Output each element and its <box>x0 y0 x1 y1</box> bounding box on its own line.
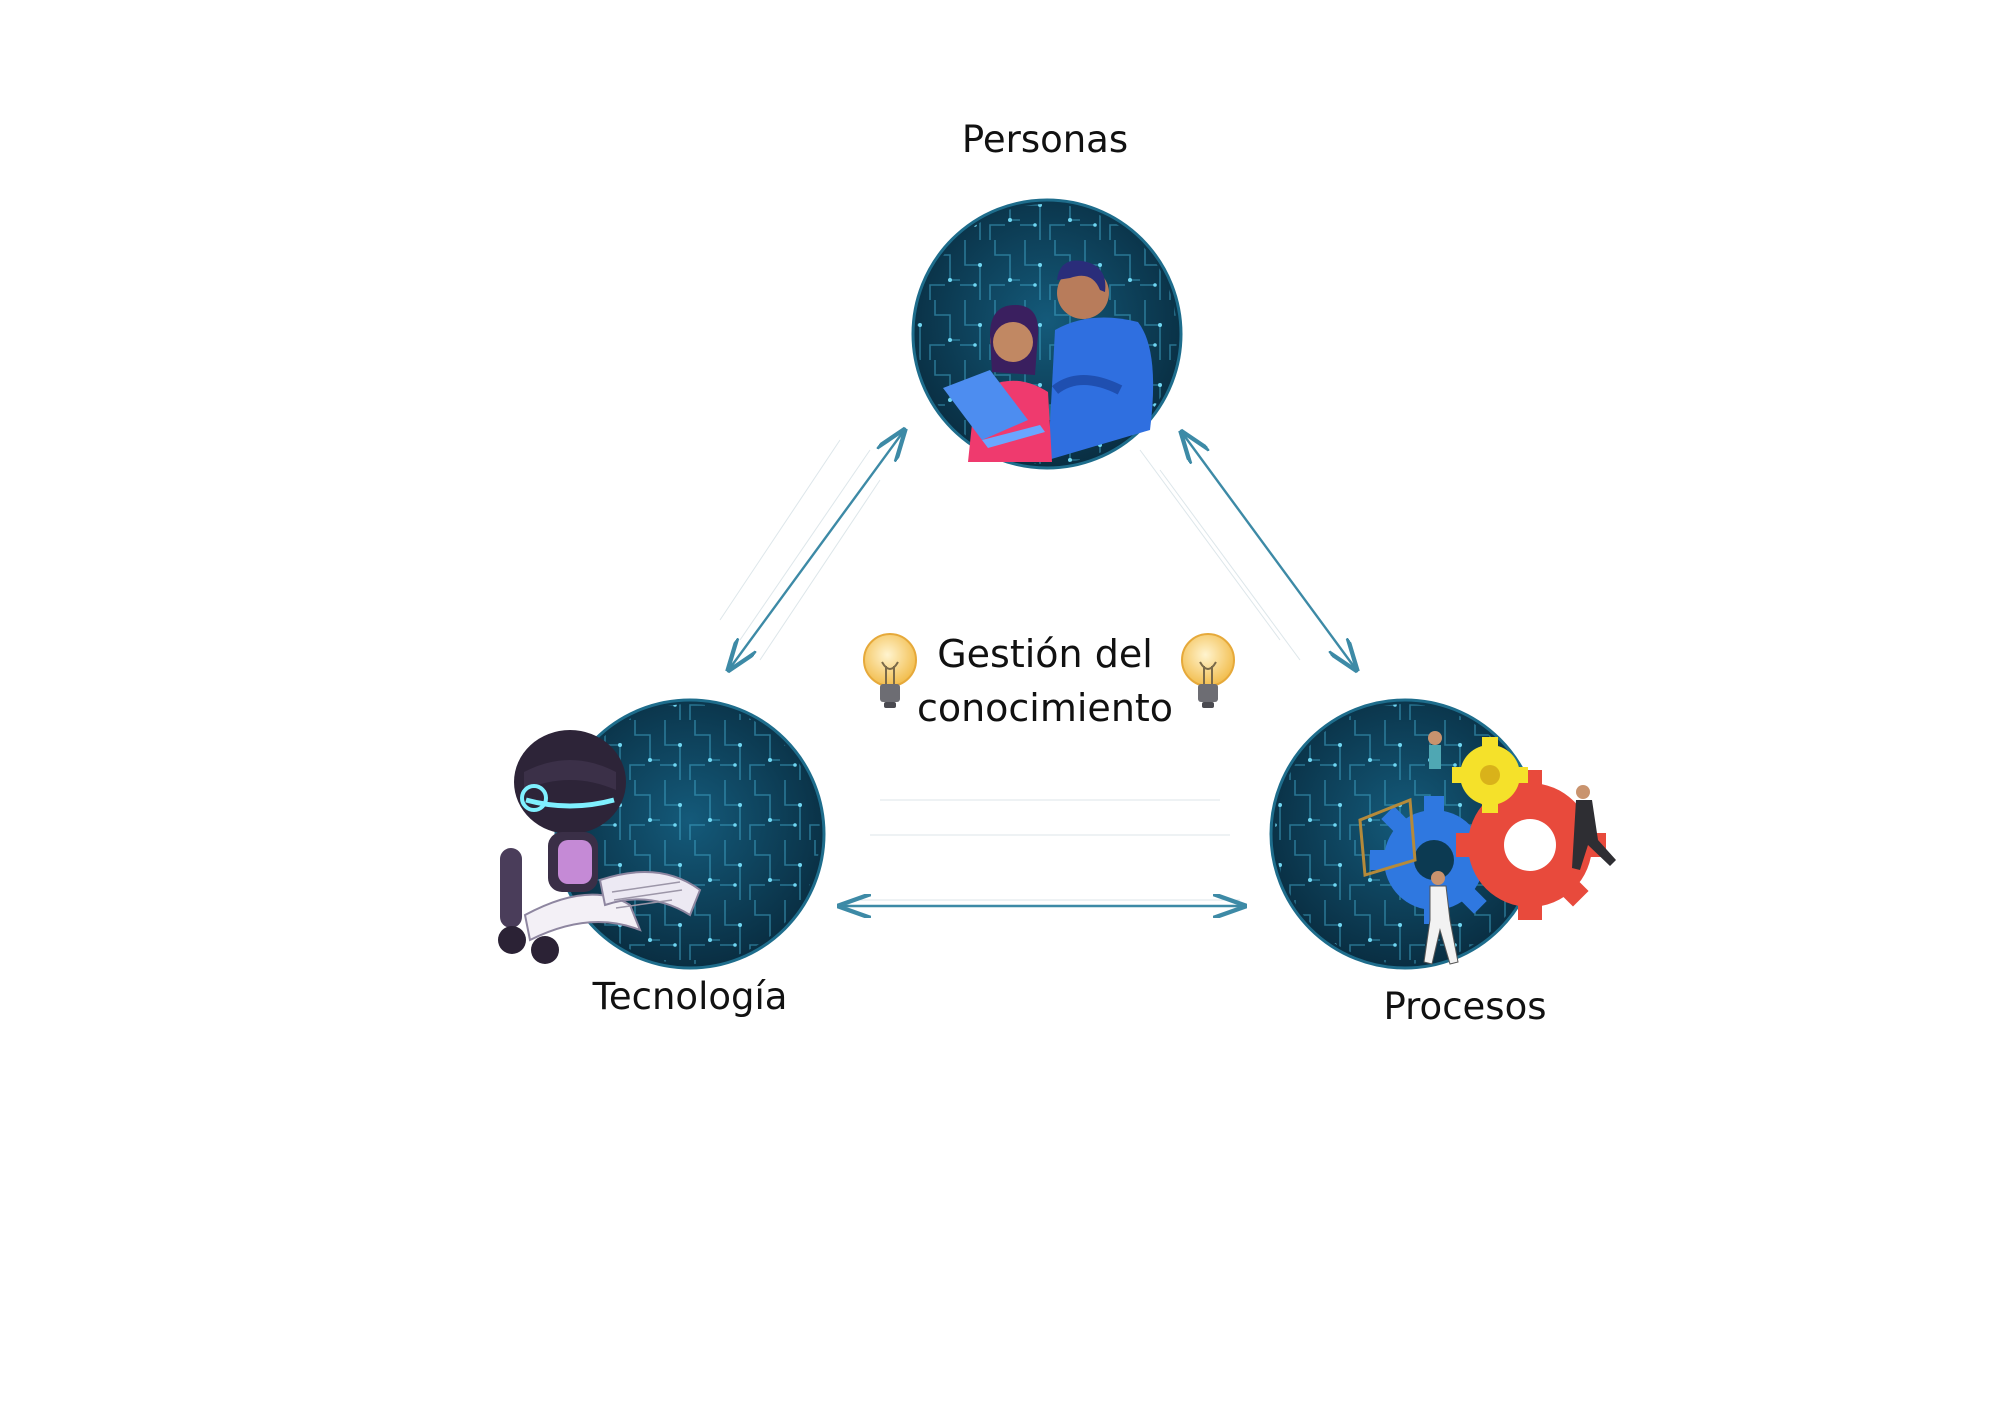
arrow-personas-tecnologia <box>730 432 903 668</box>
arrow-personas-procesos <box>1183 434 1355 668</box>
people-illustration <box>943 260 1154 462</box>
center-title-line2: conocimiento <box>916 686 1174 730</box>
lightbulb-icon-right <box>1181 633 1235 708</box>
lightbulb-icon-left <box>863 633 917 708</box>
center-title-line1: Gestión del <box>937 632 1153 676</box>
tecnologia-label: Tecnología <box>592 975 788 1018</box>
personas-node <box>911 198 1183 470</box>
robot-reading-illustration <box>498 730 702 964</box>
tecnologia-node <box>498 698 826 970</box>
procesos-label: Procesos <box>1383 985 1547 1028</box>
personas-label: Personas <box>961 118 1129 161</box>
gears-illustration <box>1358 731 1616 965</box>
procesos-node <box>1269 698 1616 970</box>
center-title: Gestión del conocimiento <box>880 627 1210 735</box>
